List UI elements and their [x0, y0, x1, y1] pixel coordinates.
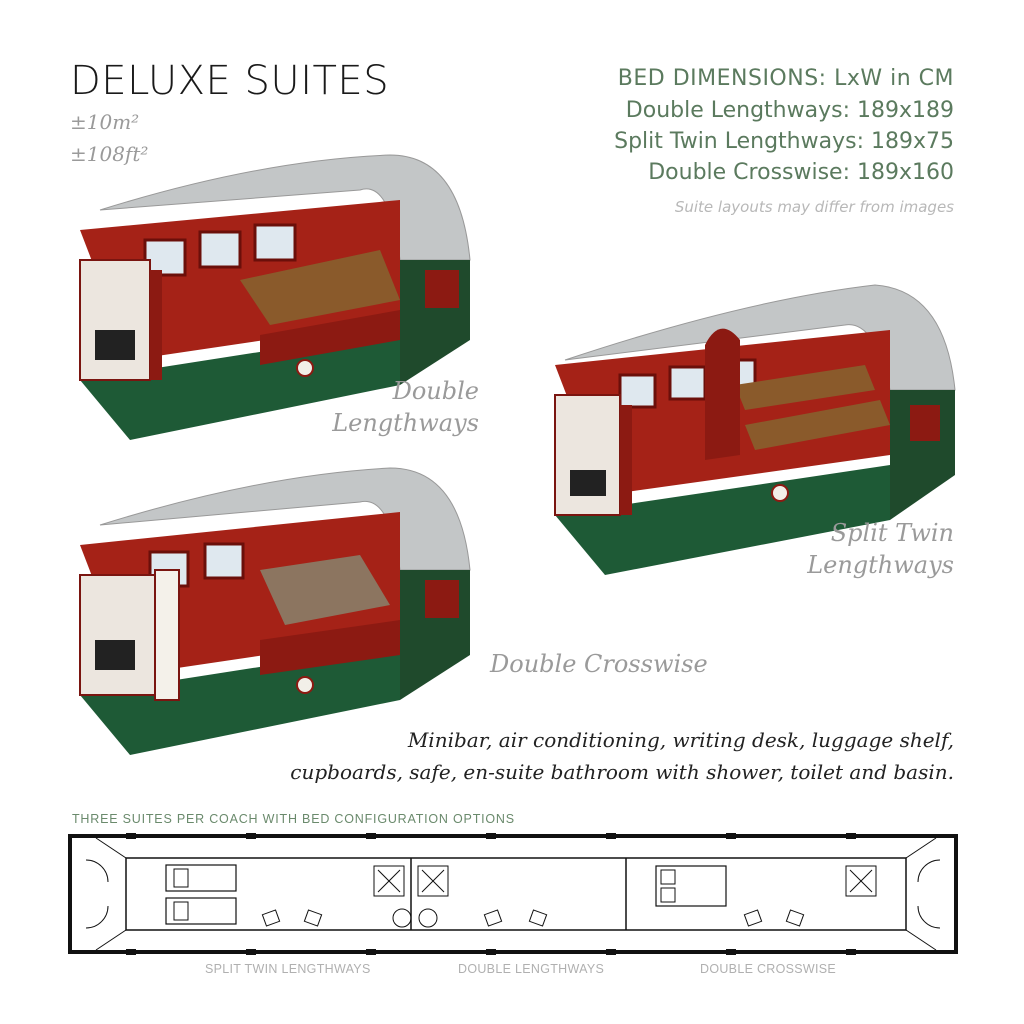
label-split-twin: Split Twin Lengthways: [807, 519, 954, 579]
layout-disclaimer: Suite layouts may differ from images: [674, 198, 954, 216]
label-double-lengthways: Double Lengthways: [332, 377, 479, 437]
illustration-split-twin: [554, 284, 956, 575]
area-imperial: ±108ft²: [70, 142, 149, 166]
plan-label-double-lengthways: DOUBLE LENGTHWAYS: [458, 962, 605, 976]
coach-floor-plan: [68, 833, 958, 955]
plan-label-double-crosswise: DOUBLE CROSSWISE: [700, 962, 837, 976]
coach-plan-title: THREE SUITES PER COACH WITH BED CONFIGUR…: [72, 812, 515, 826]
area-metric: ±10m²: [70, 110, 140, 134]
dimension-split-twin: Split Twin Lengthways: 189x75: [614, 129, 954, 154]
amenities-text: Minibar, air conditioning, writing desk,…: [290, 728, 954, 784]
illustration-double-lengthways: [79, 154, 471, 440]
dimension-double-lengthways: Double Lengthways: 189x189: [625, 98, 954, 123]
dimension-double-crosswise: Double Crosswise: 189x160: [648, 160, 954, 185]
plan-label-split-twin: SPLIT TWIN LENGTHWAYS: [205, 962, 371, 976]
illustration-double-crosswise: [79, 467, 471, 755]
bed-dimensions-heading: BED DIMENSIONS: LxW in CM: [617, 66, 954, 91]
label-double-crosswise: Double Crosswise: [490, 650, 708, 678]
page-title: DELUXE SUITES: [70, 58, 390, 104]
